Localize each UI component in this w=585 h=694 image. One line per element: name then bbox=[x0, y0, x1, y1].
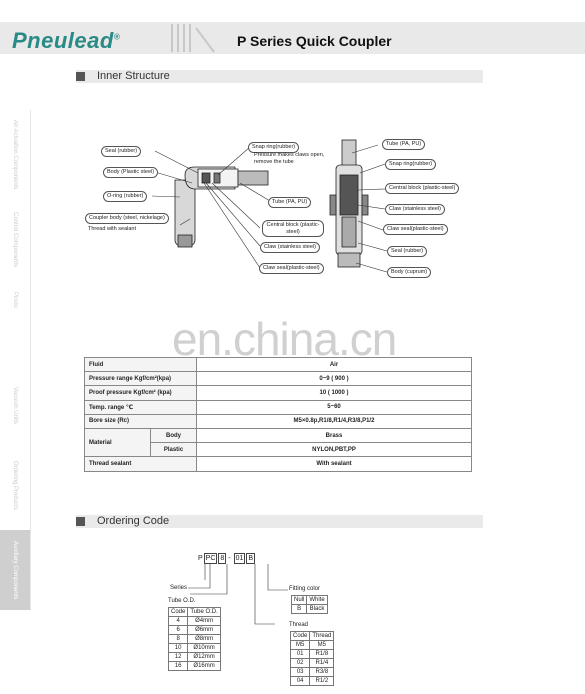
section-title: Inner Structure bbox=[97, 70, 170, 82]
leader-lines bbox=[151, 144, 388, 273]
sidebar-tab-vacuum[interactable]: Vacuum Units bbox=[12, 386, 18, 424]
label-snap-ring-center: Snap ring(rubber) bbox=[248, 142, 300, 153]
section-marker-icon bbox=[76, 517, 85, 526]
label-fitting-color: Fitting color bbox=[289, 586, 321, 592]
label-series: Series bbox=[170, 585, 188, 591]
specifications-table: Fluid Air Pressure range Kgf/cm²(kpa) 0~… bbox=[84, 356, 472, 472]
table-row: Proof pressure Kgf/cm² (kpa) 10 ( 1000 ) bbox=[84, 385, 472, 401]
sidebar-tab-products[interactable]: Produ bbox=[12, 291, 18, 308]
straight-coupler-drawing bbox=[329, 139, 369, 268]
table-row: Fluid Air bbox=[84, 356, 472, 373]
label-claw-center: Claw (stainless steel) bbox=[260, 242, 320, 253]
section-title: Ordering Code bbox=[97, 515, 170, 527]
table-row: Pressure range Kgf/cm²(kpa) 0~9 ( 900 ) bbox=[84, 371, 472, 387]
label-claw-seal-center: Claw seal(plastic-steel) bbox=[259, 263, 324, 274]
label-body-cuprum: Body (cuprum) bbox=[387, 267, 432, 278]
table-row: Bore size (Rc) M5×0.8p,R1/8,R1/4,R3/8,P1… bbox=[84, 413, 472, 429]
watermark: en.china.cn bbox=[172, 313, 397, 365]
sidebar-tab-control[interactable]: Control Components bbox=[12, 212, 18, 268]
header-bar bbox=[0, 22, 585, 54]
label-claw-seal-right: Claw seal(plastic-steel) bbox=[383, 224, 448, 235]
sidebar-divider bbox=[30, 110, 31, 610]
section-header-inner-structure: Inner Structure bbox=[76, 70, 483, 83]
table-row: Plastic NYLON,PBT,PP bbox=[85, 442, 472, 458]
brand-logo: Pneulead® bbox=[12, 28, 121, 53]
label-central-block-center: Central block (plastic-steel) bbox=[262, 220, 324, 238]
section-marker-icon bbox=[76, 72, 85, 81]
label-tube-right: Tube (PA, PU) bbox=[382, 139, 426, 150]
label-tube-od: Tube O.D. bbox=[168, 598, 196, 604]
label-seal-rubber: Seal (rubber) bbox=[101, 146, 142, 157]
table-row: Temp. range ℃ 5~60 bbox=[84, 399, 472, 415]
label-coupler-body: Coupler body (steel, nickelage) bbox=[85, 213, 169, 224]
label-central-block-right: Central block (plastic-steel) bbox=[385, 183, 460, 194]
elbow-coupler-drawing bbox=[174, 166, 269, 248]
note-thread-sealant: Thread with sealant bbox=[88, 226, 136, 232]
table-row: Material Body Brass bbox=[84, 427, 472, 458]
label-tube-center: Tube (PA, PU) bbox=[268, 197, 312, 208]
label-body-plastic-steel: Body (Plastic steel) bbox=[103, 167, 159, 178]
inner-structure-diagram bbox=[151, 139, 388, 273]
page-title: P Series Quick Coupler bbox=[237, 33, 392, 49]
label-claw-right: Claw (stainless steel) bbox=[385, 204, 445, 215]
ordering-leader-lines bbox=[188, 564, 288, 625]
sidebar-tab-auxiliary[interactable]: Auxiliary Components bbox=[0, 530, 30, 610]
label-seal-right: Seal (rubber) bbox=[387, 246, 428, 257]
sidebar-tab-ordering[interactable]: Ordering Products bbox=[12, 460, 18, 510]
header-stripes-decoration bbox=[171, 24, 215, 53]
note-pressure-claws: Pressure makes claws open, remove the tu… bbox=[254, 152, 325, 165]
sidebar-tab-air-actuation[interactable]: Air Actuation Components bbox=[12, 120, 18, 190]
label-thread: Thread bbox=[289, 622, 309, 628]
label-o-ring: O-ring (rubber) bbox=[103, 191, 148, 202]
label-snap-ring-right: Snap ring(rubber) bbox=[385, 159, 437, 170]
table-row: Thread sealant With sealant bbox=[84, 456, 472, 472]
section-header-ordering-code: Ordering Code bbox=[76, 515, 483, 528]
